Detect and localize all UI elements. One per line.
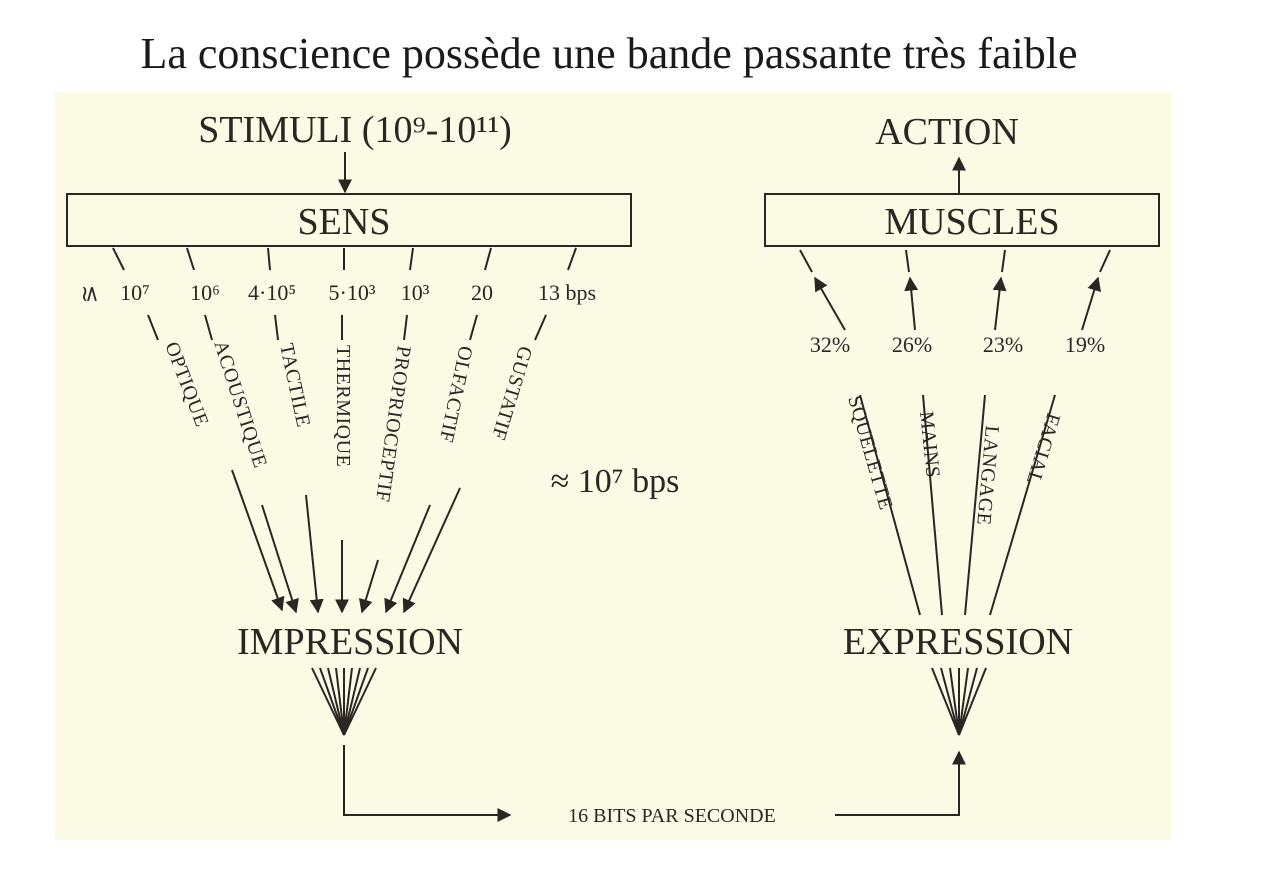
share-squelette: 32% — [810, 332, 850, 357]
slide-title: La conscience possède une bande passante… — [140, 29, 1078, 78]
impression-funnel — [311, 667, 377, 736]
share-langage: 23% — [983, 332, 1023, 357]
sense-stubs — [112, 247, 577, 271]
expression-label: EXPRESSION — [843, 621, 1073, 663]
sense-proprioceptif: PROPRIOCEPTIF — [371, 344, 415, 503]
rate-thermique: 5·10³ — [329, 280, 376, 305]
output-squelette: SQUELETTE — [843, 393, 897, 512]
share-mains: 26% — [892, 332, 932, 357]
output-langage: LANGAGE — [972, 425, 1003, 527]
muscles-box — [764, 193, 1160, 247]
share-facial: 19% — [1065, 332, 1105, 357]
sense-optique: OPTIQUE — [160, 339, 212, 430]
rate-gustatif: 13 bps — [538, 280, 596, 305]
sens-box — [66, 193, 632, 247]
bottom-link-label: 16 BITS PAR SECONDE — [568, 805, 776, 827]
total-bandwidth: ≈ 10⁷ bps — [551, 463, 680, 500]
muscles-box-label: MUSCLES — [884, 201, 1059, 243]
expression-funnel — [931, 667, 987, 736]
rate-acoustique: 10⁶ — [190, 280, 220, 305]
impression-label: IMPRESSION — [237, 621, 463, 663]
output-mains: MAINS — [915, 410, 944, 479]
sens-box-label: SENS — [298, 201, 391, 243]
rate-proprioceptif: 10³ — [401, 280, 430, 305]
sense-channels — [147, 314, 547, 612]
rate-tactile: 4·10⁵ — [248, 280, 296, 305]
bottom-link — [343, 745, 966, 822]
stimuli-label: STIMULI (10⁹-10¹¹) — [198, 109, 512, 151]
sense-tactile: TACTILE — [275, 341, 314, 429]
output-channels — [799, 249, 1111, 616]
rate-optique: 10⁷ — [120, 280, 150, 305]
sense-thermique: THERMIQUE — [332, 345, 354, 467]
approx-symbol: ≲ — [79, 285, 104, 303]
output-facial: FACIAL — [1022, 411, 1065, 488]
sense-acoustique: ACOUSTIQUE — [209, 338, 271, 471]
rate-olfactif: 20 — [471, 280, 493, 305]
action-label: ACTION — [875, 111, 1019, 153]
sense-olfactif: OLFACTIF — [435, 344, 477, 445]
sense-gustatif: GUSTATIF — [487, 344, 536, 443]
